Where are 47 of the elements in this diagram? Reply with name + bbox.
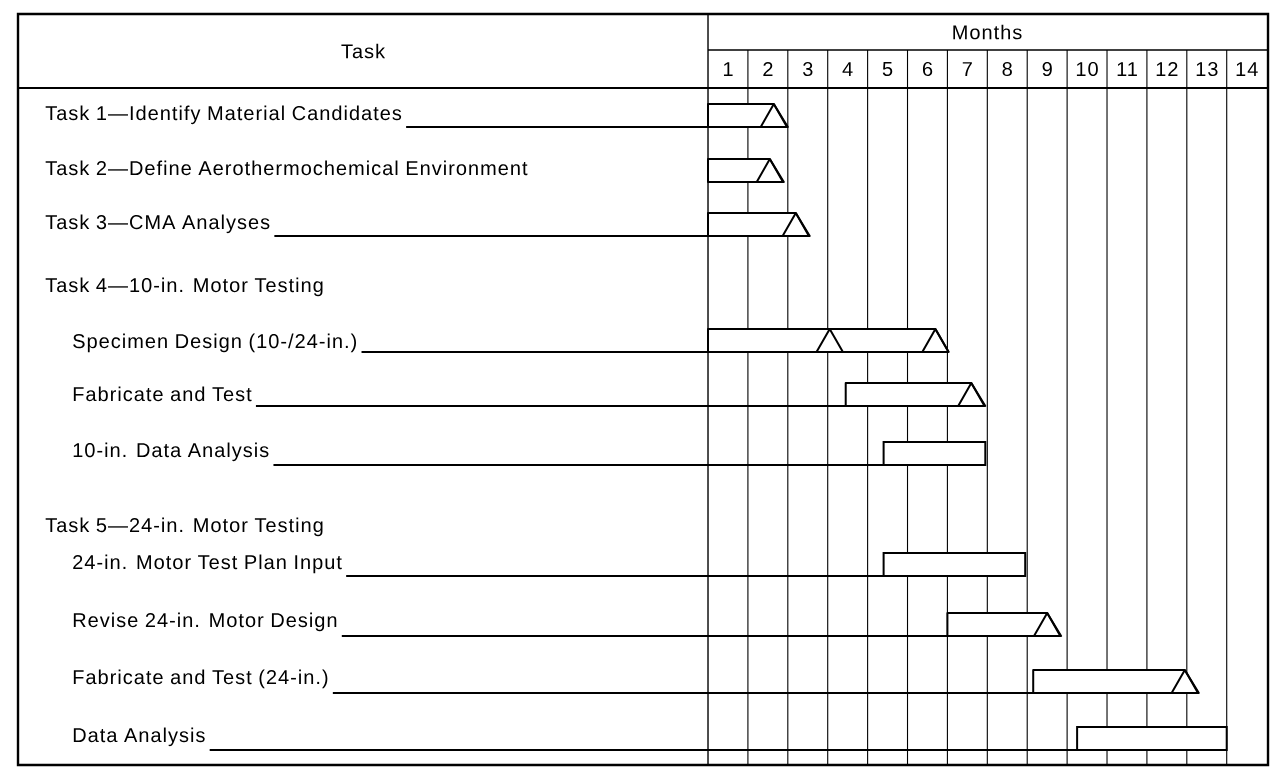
gantt-bar <box>882 552 1027 577</box>
gantt-bar <box>882 441 987 466</box>
month-number: 2 <box>763 62 773 76</box>
task-label: Specimen Design (10-/24-in.) <box>73 333 357 353</box>
gantt-bar <box>1076 726 1228 751</box>
month-number: 1 <box>723 62 733 76</box>
gantt-bar <box>844 382 987 407</box>
month-number: 11 <box>1117 62 1137 76</box>
month-number: 12 <box>1156 62 1178 76</box>
leader-line <box>340 635 949 637</box>
gantt-bar <box>707 103 789 128</box>
leader-line <box>272 464 885 466</box>
column-header: Task <box>341 43 386 59</box>
column-header: Months <box>953 24 1022 40</box>
leader-line <box>345 575 885 577</box>
gantt-bar <box>946 612 1063 637</box>
task-label: Data Analysis <box>73 727 205 747</box>
task-label: Task 3—CMA Analyses <box>45 214 270 234</box>
section-heading: Task 4—10-in. Motor Testing <box>45 277 323 297</box>
task-label: Fabricate and Test <box>73 386 252 402</box>
task-label: Task 2—Define Aerothermochemical Environment <box>45 160 528 176</box>
gantt-bar <box>1032 669 1200 694</box>
month-number: 7 <box>962 62 972 76</box>
month-number: 10 <box>1076 61 1098 77</box>
leader-line <box>208 749 1079 751</box>
leader-line <box>405 126 709 128</box>
leader-line <box>360 351 709 353</box>
task-label: Revise 24-in. Motor Design <box>73 612 337 632</box>
month-number: 4 <box>842 62 853 76</box>
month-number: 13 <box>1196 61 1218 77</box>
leader-line <box>254 405 847 407</box>
month-number: 14 <box>1236 62 1258 76</box>
task-label: Task 1—Identify Material Candidates <box>45 105 402 125</box>
section-heading: Task 5—24-in. Motor Testing <box>45 517 323 537</box>
month-number: 3 <box>803 61 813 77</box>
leader-line <box>273 235 709 237</box>
task-label: 24-in. Motor Test Plan Input <box>73 554 342 574</box>
task-label: Fabricate and Test (24-in.) <box>73 669 328 689</box>
month-number: 8 <box>1002 61 1012 77</box>
gantt-bar <box>707 328 950 353</box>
month-number: 9 <box>1042 61 1052 77</box>
gantt-bar <box>707 158 785 183</box>
gantt-bar <box>707 212 811 237</box>
task-label: 10-in. Data Analysis <box>73 442 269 462</box>
leader-line <box>331 692 1035 694</box>
month-number: 6 <box>922 61 933 77</box>
month-number: 5 <box>882 62 893 76</box>
